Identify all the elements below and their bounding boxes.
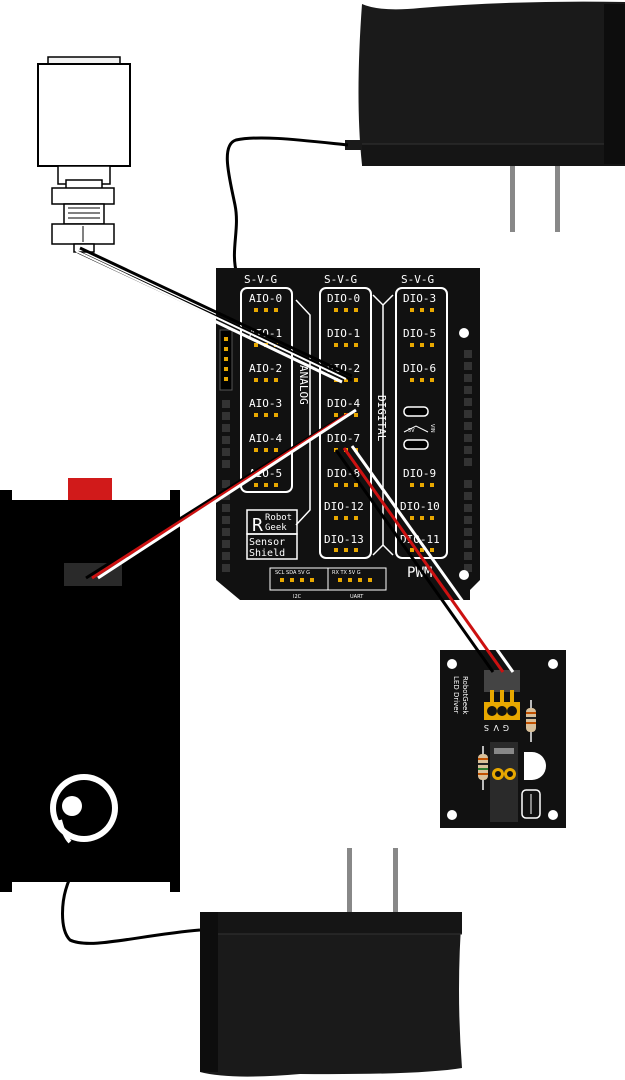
led-pin-v: V xyxy=(493,723,499,732)
led-pin-g: G xyxy=(503,723,509,732)
bottom-power-adapter xyxy=(200,848,462,1077)
switch-wires xyxy=(73,246,353,384)
digital-pin-labels: DIO-0 DIO-1 DIO-2 DIO-4 DIO-7 DIO-8 DIO-… xyxy=(324,292,364,546)
pin-label-dio-7: DIO-7 xyxy=(327,432,360,445)
pin-label-dio-10: DIO-10 xyxy=(400,500,440,513)
vin-label: VIN xyxy=(429,424,435,433)
pin-label-dio-12: DIO-12 xyxy=(324,500,364,513)
digital-section-label: DIGITAL xyxy=(375,395,388,442)
logo-r: R xyxy=(252,515,263,536)
adapter-prong-left xyxy=(510,166,515,232)
sensor-label: Sensor xyxy=(249,537,285,548)
shield-label: Shield xyxy=(249,548,285,559)
enclosure-wires xyxy=(85,408,357,580)
bottom-adapter-cable xyxy=(61,877,201,945)
led-driver-wires xyxy=(334,445,515,673)
pwm-pin-headers xyxy=(410,308,434,552)
pin-label-aio-3: AIO-3 xyxy=(249,397,282,410)
pin-label-aio-2: AIO-2 xyxy=(249,362,282,375)
v5-label: 5V xyxy=(408,428,415,434)
pin-label-dio-13: DIO-13 xyxy=(324,533,364,546)
uart-label: UART xyxy=(350,594,364,600)
pin-label-dio-6: DIO-6 xyxy=(403,362,436,375)
digital-header-label: S-V-G xyxy=(324,273,357,286)
analog-header-label: S-V-G xyxy=(244,273,277,286)
pin-label-dio-1: DIO-1 xyxy=(327,327,360,340)
led-driver-resistor-right xyxy=(526,700,536,742)
pwm-header-label: S-V-G xyxy=(401,273,434,286)
robotgeek-logo: R Robot Geek Sensor Shield xyxy=(246,509,298,560)
analog-section-label: ANALOG xyxy=(297,365,310,405)
bottom-adapter-prong-left xyxy=(347,848,352,914)
logo-robot: Robot xyxy=(265,513,292,523)
led-driver-title-2: LED Driver xyxy=(452,676,460,714)
bottom-adapter-prong-right xyxy=(393,848,398,914)
led-driver-led xyxy=(524,752,546,780)
digital-pin-column xyxy=(319,287,372,559)
pushbutton-switch xyxy=(37,56,131,253)
pin-label-aio-4: AIO-4 xyxy=(249,432,282,445)
pin-label-dio-5: DIO-5 xyxy=(403,327,436,340)
logo-geek: Geek xyxy=(265,523,287,533)
led-driver-board: RobotGeek LED Driver S V G xyxy=(440,650,566,828)
led-pin-s: S xyxy=(484,723,489,732)
enclosure-knob-indicator xyxy=(62,796,82,816)
adapter-prong-right xyxy=(555,166,560,232)
top-power-adapter xyxy=(345,1,625,232)
led-driver-resistor-left xyxy=(478,746,488,790)
pin-label-dio-3: DIO-3 xyxy=(403,292,436,305)
pin-label-aio-0: AIO-0 xyxy=(249,292,282,305)
led-driver-title-1: RobotGeek xyxy=(461,676,469,715)
pin-label-dio-4: DIO-4 xyxy=(327,397,360,410)
pin-label-dio-0: DIO-0 xyxy=(327,292,360,305)
uart-pin-labels: RX TX 5V G xyxy=(332,570,361,576)
analog-pin-column xyxy=(240,287,293,493)
sensor-shield-board: S-V-G S-V-G S-V-G ANALOG DIGITAL AIO-0 A… xyxy=(216,268,480,600)
top-adapter-cable xyxy=(225,136,349,276)
i2c-label: I2C xyxy=(293,594,302,600)
pin-label-dio-9: DIO-9 xyxy=(403,467,436,480)
pwm-pin-labels: DIO-3 DIO-5 DIO-6 DIO-9 DIO-10 DIO-11 xyxy=(400,292,440,546)
power-enclosure xyxy=(0,478,180,892)
i2c-uart-headers: SCL SDA 5V G RX TX 5V G I2C UART xyxy=(269,567,387,600)
led-driver-transistor xyxy=(490,742,518,822)
enclosure-red-button xyxy=(68,478,112,500)
power-jumper: 5V VIN xyxy=(403,406,435,450)
analog-pin-headers xyxy=(254,308,278,487)
i2c-pin-labels: SCL SDA 5V G xyxy=(275,570,310,576)
